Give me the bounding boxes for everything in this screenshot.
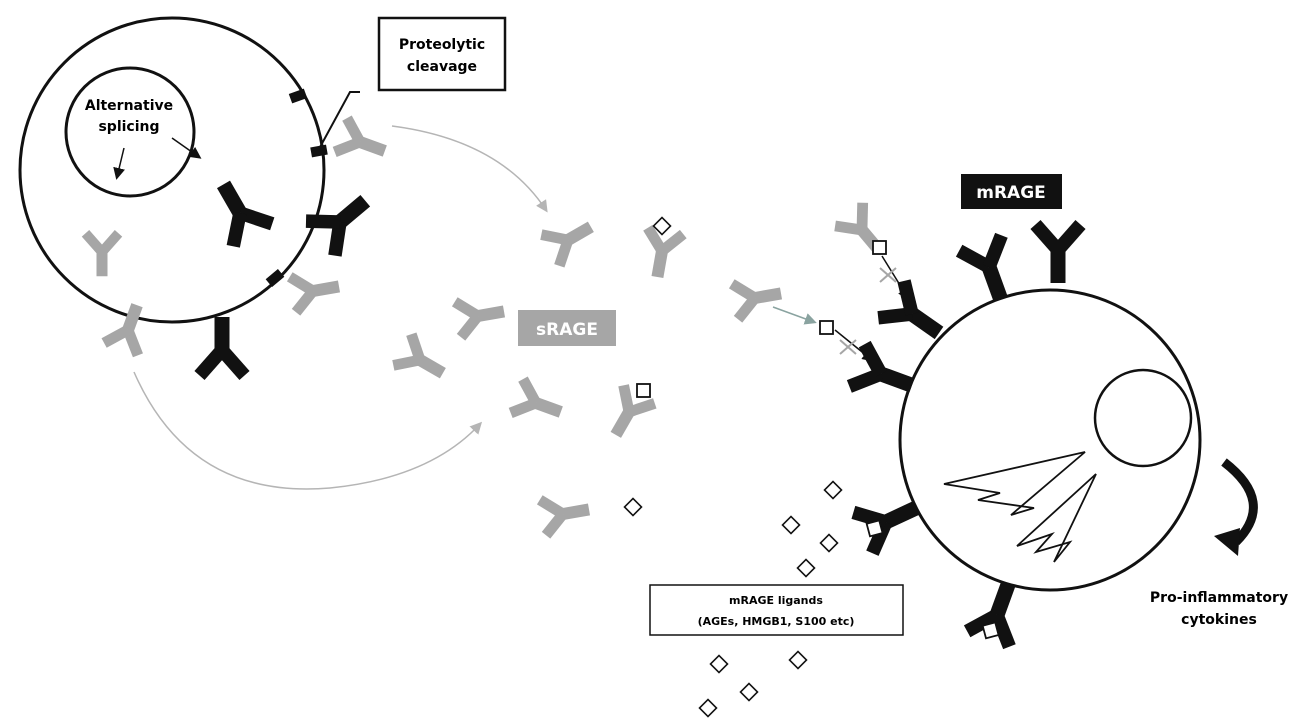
soluble-receptor — [511, 379, 567, 429]
ligand-square — [872, 240, 887, 255]
ligand-square — [819, 320, 834, 335]
cleavage-site-2 — [310, 144, 328, 158]
soluble-receptor — [335, 118, 391, 168]
soluble-receptor — [393, 334, 452, 389]
ligand-diamond — [652, 216, 672, 236]
soluble-receptor — [540, 492, 592, 536]
alternative-splicing-label: Alternative — [85, 98, 173, 114]
soluble-receptor — [640, 228, 684, 280]
ligand-diamond — [819, 533, 839, 553]
ligand-square — [865, 519, 884, 538]
cleavage-site-3 — [265, 269, 285, 287]
mrage-label: mRAGE — [976, 183, 1046, 203]
ligand-diamond — [698, 698, 718, 718]
splicing-arrow-left — [113, 147, 125, 180]
signaling-bolt — [943, 451, 1086, 516]
signaling-bolt — [1016, 473, 1097, 563]
cytokine-arrowhead — [1214, 528, 1240, 556]
srage-label: sRAGE — [536, 320, 598, 340]
mrage-badge — [961, 174, 1062, 209]
ligand-square — [636, 383, 651, 398]
ligand-diamond — [739, 682, 759, 702]
soluble-receptor — [455, 294, 507, 338]
cleavage-callout-line — [318, 91, 360, 150]
membrane-receptor — [849, 344, 919, 406]
ligand-diamond — [781, 515, 801, 535]
left-cell-membrane — [18, 16, 326, 324]
ligand-square — [981, 621, 1000, 640]
ligand-diamond — [823, 480, 843, 500]
left-cell-nucleus — [64, 66, 196, 198]
proteolytic-cleavage-box — [377, 16, 507, 92]
ligand-diamond — [788, 650, 808, 670]
membrane-receptor — [200, 317, 245, 376]
proteolytic-cleavage-label: Proteolytic — [399, 37, 485, 53]
mrage-ligands-box — [649, 584, 904, 636]
membrane-receptor — [306, 184, 380, 256]
release-arrow-bottom — [133, 371, 483, 490]
cytokine-release-arrow — [1221, 458, 1258, 546]
membrane-receptor — [878, 281, 952, 351]
ligand-diamond — [796, 558, 816, 578]
soluble-receptor — [541, 211, 600, 266]
membrane-receptor — [1036, 225, 1081, 284]
membrane-receptor — [853, 488, 925, 554]
soluble-receptor — [104, 299, 154, 355]
right-cell-membrane — [898, 288, 1202, 592]
splicing-arrow-right — [171, 137, 202, 159]
right-cell-nucleus — [1093, 368, 1193, 468]
decoy-binding-arrow — [772, 306, 817, 325]
srage-badge — [518, 310, 616, 346]
pro-inflammatory-label: Pro-inflammatory — [1150, 590, 1288, 606]
cleavage-site-1 — [288, 88, 308, 104]
proteolytic-cleavage-label-2: cleavage — [407, 59, 477, 75]
mrage-ligands-label-2: (AGEs, HMGB1, S100 etc) — [698, 615, 855, 628]
ligand-diamond — [623, 497, 643, 517]
alternative-splicing-label-2: splicing — [98, 119, 159, 135]
soluble-receptor — [732, 276, 784, 320]
membrane-receptor — [204, 173, 272, 246]
ligand-diamond — [709, 654, 729, 674]
release-arrow-top — [391, 125, 548, 213]
pro-inflammatory-label-2: cytokines — [1181, 612, 1257, 628]
soluble-receptor — [86, 233, 119, 276]
mrage-ligands-label: mRAGE ligands — [729, 594, 823, 607]
soluble-receptor — [290, 269, 342, 313]
block-cross — [839, 339, 857, 355]
block-cross — [879, 267, 897, 283]
